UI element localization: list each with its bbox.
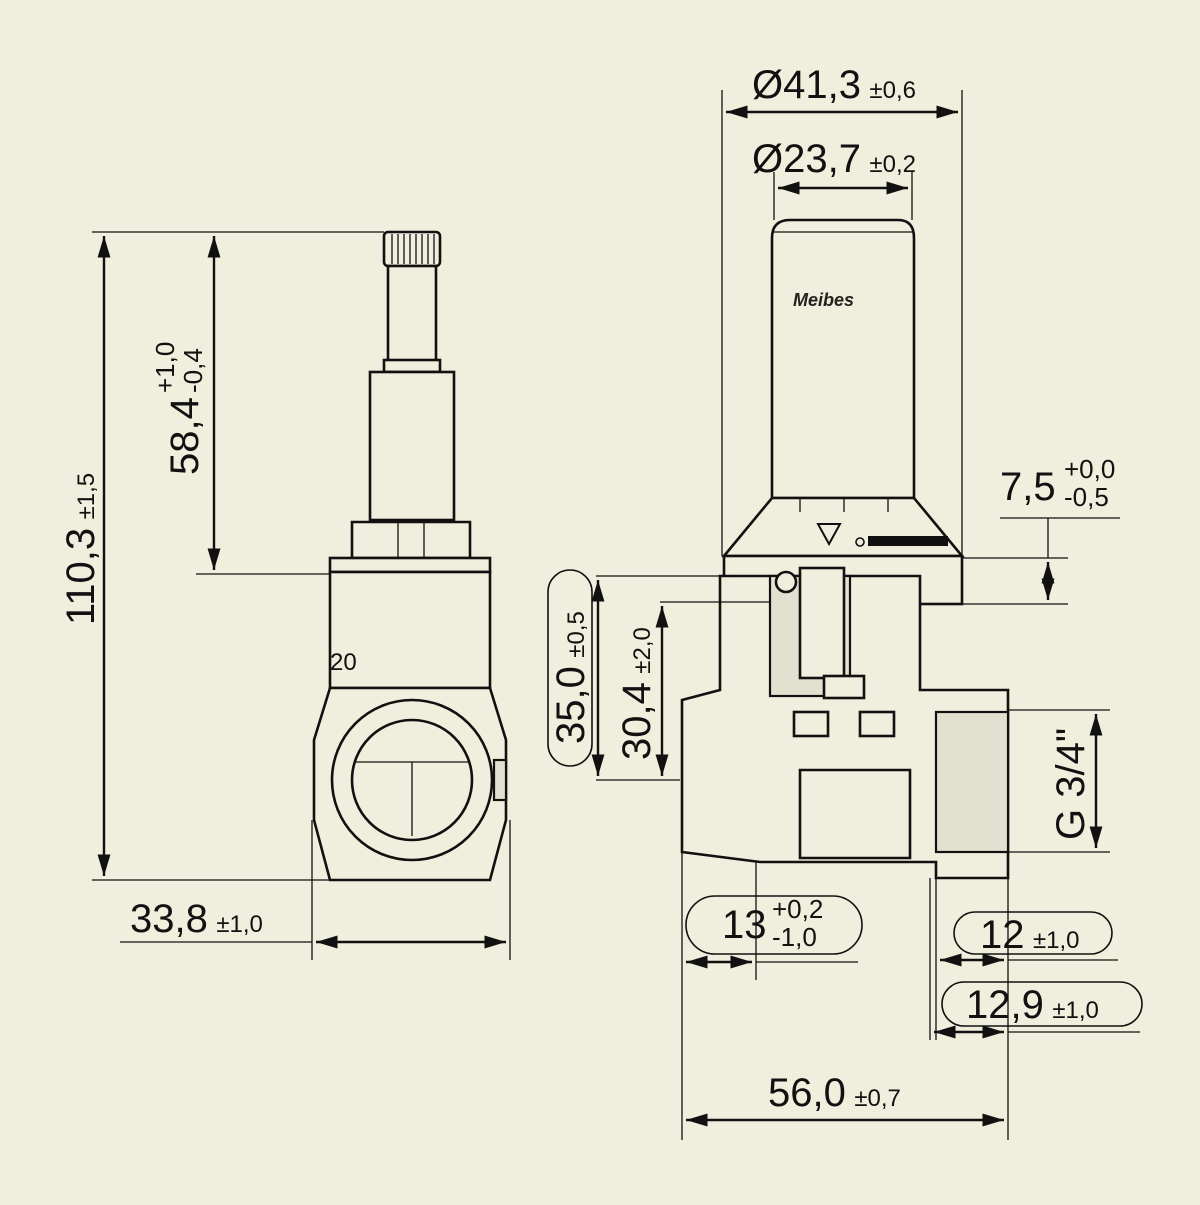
width-body-value: 33,8 <box>130 897 208 941</box>
brand-logo: Meibes <box>793 290 854 310</box>
dim-height-stem: 58,4 +1,0 -0,4 <box>150 236 330 575</box>
dia-outer-tol: ±0,6 <box>869 77 916 104</box>
height-35-value: 35,0 <box>549 666 593 744</box>
dim-thread: G 3/4" <box>1008 709 1110 853</box>
len-12-9-value: 12,9 <box>966 983 1044 1027</box>
dim-len-13: 13 +0,2 -1,0 <box>681 852 863 1140</box>
len-13-value: 13 <box>722 903 767 947</box>
svg-text:Ø41,3 ±0,6: Ø41,3 ±0,6 <box>752 63 916 107</box>
svg-text:12 ±1,0: 12 ±1,0 <box>980 913 1080 957</box>
len-56-value: 56,0 <box>768 1071 846 1115</box>
thread-value: G 3/4" <box>1049 728 1093 840</box>
height-30-value: 30,4 <box>615 682 659 760</box>
dia-inner-tol: ±0,2 <box>869 151 916 178</box>
svg-text:20: 20 <box>330 649 357 676</box>
svg-text:33,8 ±1,0: 33,8 ±1,0 <box>130 897 263 941</box>
svg-text:12,9 ±1,0: 12,9 ±1,0 <box>966 983 1099 1027</box>
dim-height-total: 110,3 ±1,5 <box>59 231 384 881</box>
dim-dia-inner: Ø23,7 ±0,2 <box>752 137 916 220</box>
height-stem-tol-upper: +1,0 <box>150 342 180 393</box>
dia-inner-value: Ø23,7 <box>752 137 861 181</box>
valve-front-view: 20 <box>312 230 508 882</box>
height-total-tol: ±1,5 <box>73 473 100 520</box>
len-12-tol: ±1,0 <box>1033 927 1080 954</box>
len-13-tol-lower: -1,0 <box>772 922 817 952</box>
dim-height-30: 30,4 ±2,0 <box>615 601 770 776</box>
dim-len-12-9: 12,9 ±1,0 <box>929 878 1143 1040</box>
height-total-value: 110,3 <box>59 528 103 625</box>
svg-text:30,4 ±2,0: 30,4 ±2,0 <box>615 627 659 760</box>
svg-text:35,0 ±0,5: 35,0 ±0,5 <box>549 611 593 744</box>
gap-top-tol-upper: +0,0 <box>1064 454 1115 484</box>
svg-text:Ø23,7 ±0,2: Ø23,7 ±0,2 <box>752 137 916 181</box>
dim-gap-top: 7,5 +0,0 -0,5 <box>962 454 1120 605</box>
len-12-value: 12 <box>980 913 1025 957</box>
svg-text:110,3 ±1,5: 110,3 ±1,5 <box>59 473 103 625</box>
width-body-tol: ±1,0 <box>216 911 263 938</box>
height-30-tol: ±2,0 <box>629 627 656 674</box>
dim-len-56: 56,0 ±0,7 <box>686 1071 1004 1127</box>
len-13-tol-upper: +0,2 <box>772 894 823 924</box>
dim-dia-outer: Ø41,3 ±0,6 <box>721 63 963 556</box>
len-12-9-tol: ±1,0 <box>1052 997 1099 1024</box>
gap-top-value: 7,5 <box>1000 465 1056 509</box>
gap-top-tol-lower: -0,5 <box>1064 482 1109 512</box>
height-stem-value: 58,4 <box>163 397 207 475</box>
height-35-tol: ±0,5 <box>563 611 590 658</box>
height-stem-tol-lower: -0,4 <box>178 348 208 393</box>
len-56-tol: ±0,7 <box>854 1085 901 1112</box>
valve-side-view: Meibes <box>680 218 1010 880</box>
dim-width-body: 33,8 ±1,0 <box>120 820 511 960</box>
dim-height-35: 35,0 ±0,5 <box>547 569 732 781</box>
dim-len-12: 12 ±1,0 <box>935 878 1118 1140</box>
svg-text:56,0 ±0,7: 56,0 ±0,7 <box>768 1071 901 1115</box>
dia-outer-value: Ø41,3 <box>752 63 861 107</box>
